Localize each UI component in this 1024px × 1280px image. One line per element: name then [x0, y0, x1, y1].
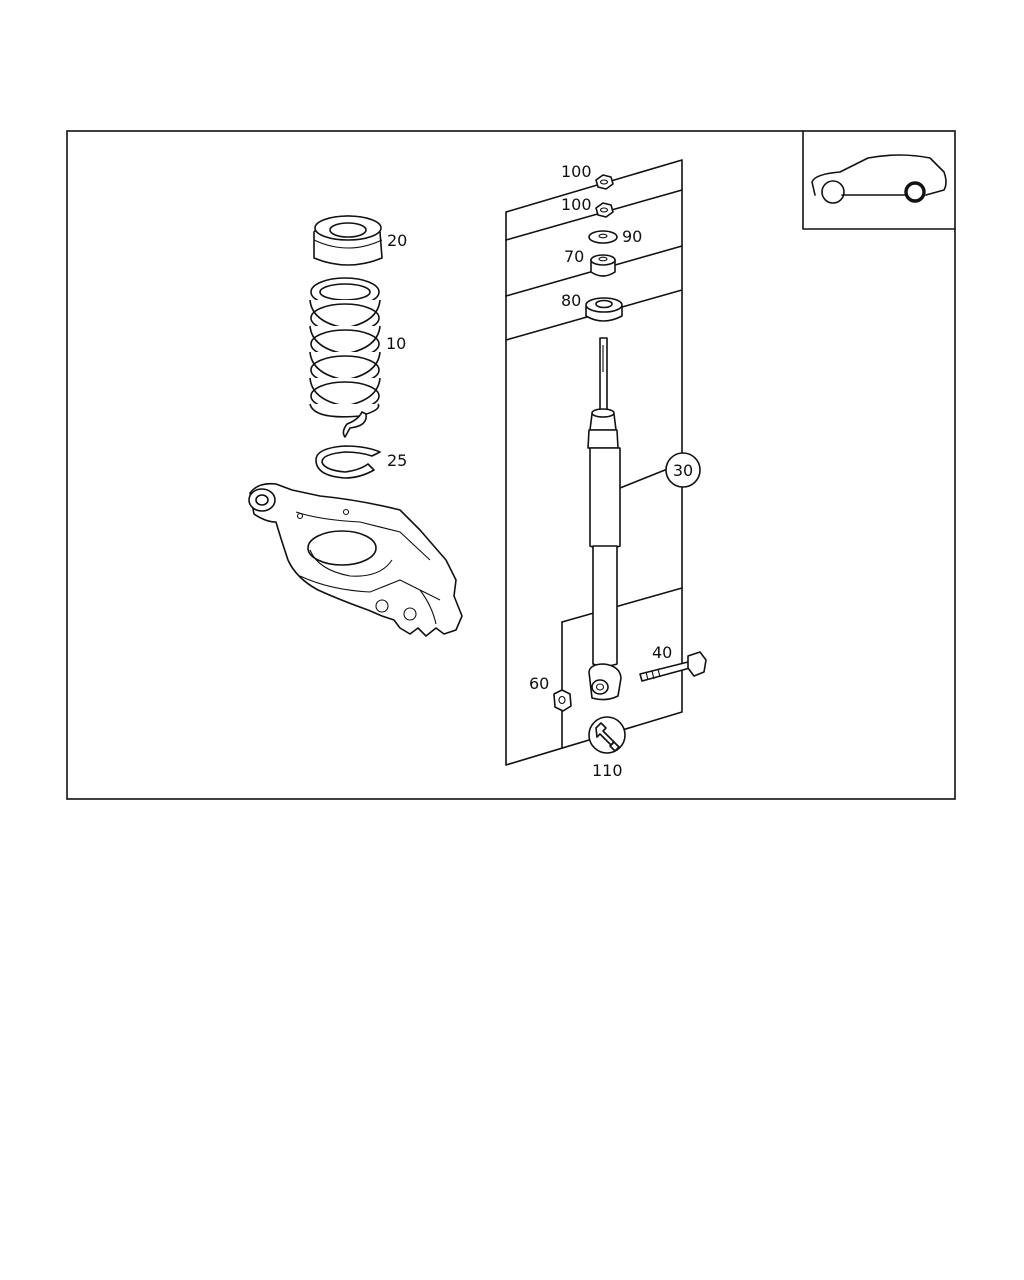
- upper-bushing: [590, 254, 616, 277]
- callout-100-second: 100: [561, 195, 592, 214]
- wrench-icon: [588, 716, 626, 754]
- callout-10: 10: [386, 334, 406, 353]
- top-nut-1: [595, 174, 614, 190]
- callout-30: 30: [673, 461, 693, 480]
- callout-80: 80: [561, 291, 581, 310]
- washer: [588, 230, 618, 244]
- bolt: [639, 651, 707, 682]
- coil-spring: [309, 277, 381, 438]
- vehicle-locator: [802, 130, 956, 230]
- car-rear-wheel-icon: [811, 154, 947, 204]
- lower-nut: [553, 689, 572, 712]
- callout-60: 60: [529, 674, 549, 693]
- callout-20: 20: [387, 231, 407, 250]
- lower-control-arm: [248, 482, 463, 637]
- shock-absorber: [587, 337, 622, 701]
- spring-seat: [313, 215, 383, 266]
- callout-100-top: 100: [561, 162, 592, 181]
- spring-pad: [315, 445, 381, 479]
- lower-bushing: [585, 297, 623, 322]
- callout-90: 90: [622, 227, 642, 246]
- callout-40: 40: [652, 643, 672, 662]
- callout-circle-30: [665, 452, 701, 488]
- callout-25: 25: [387, 451, 407, 470]
- top-nut-2: [595, 202, 614, 218]
- callout-70: 70: [564, 247, 584, 266]
- callout-110: 110: [592, 761, 623, 780]
- diagram-frame: [66, 130, 956, 800]
